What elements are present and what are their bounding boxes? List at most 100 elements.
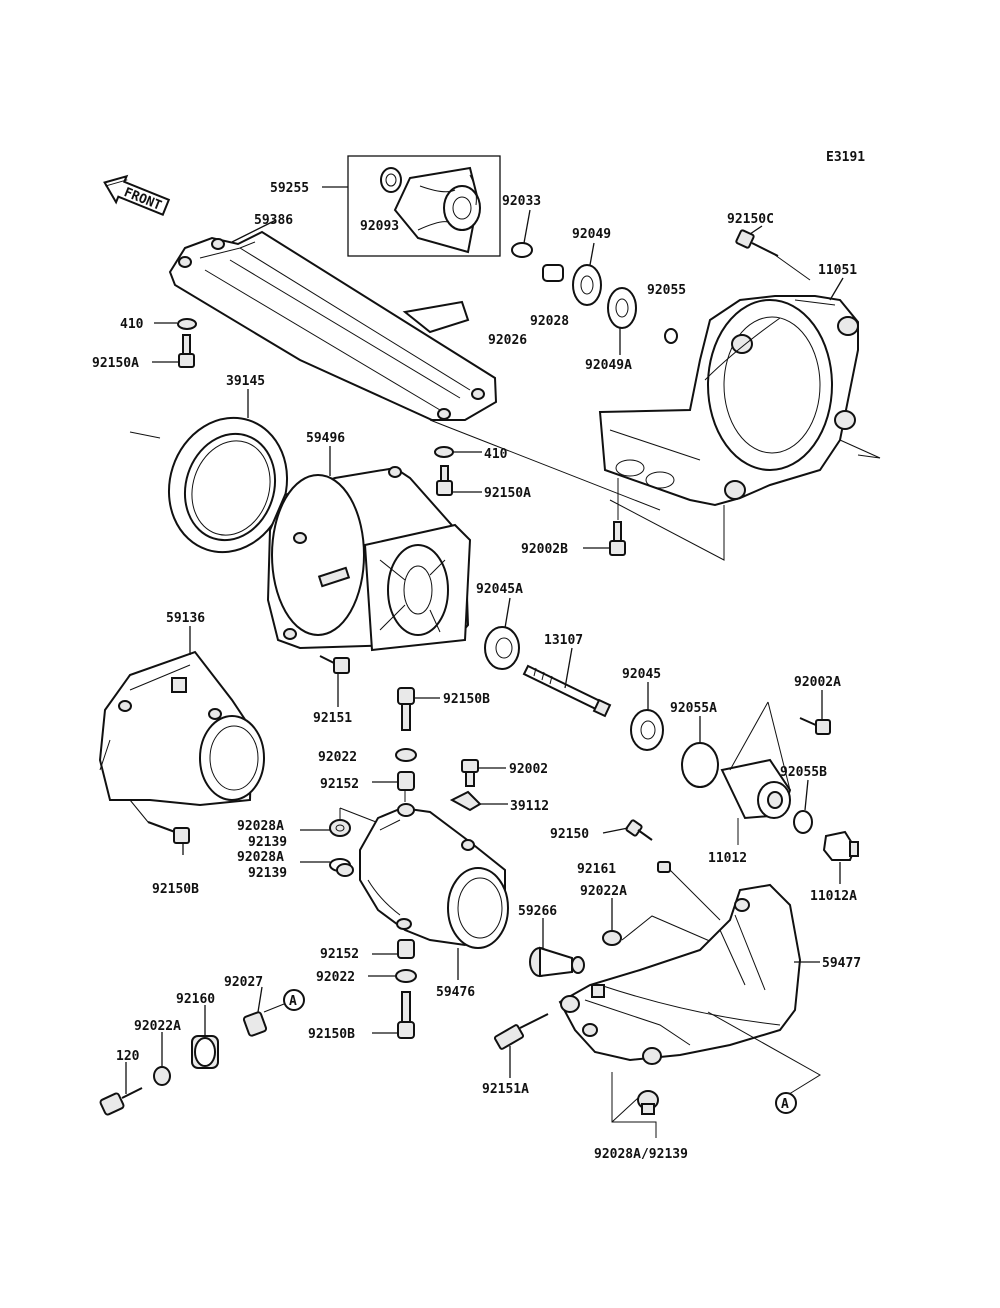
label-92150B-center: 92150B bbox=[443, 692, 490, 707]
bushing-92028A-upper bbox=[329, 819, 351, 837]
label-92152-top: 92152 bbox=[320, 777, 359, 792]
reverse-bucket-59477 bbox=[558, 883, 802, 1065]
svg-text:A: A bbox=[781, 1097, 789, 1112]
steering-nozzle-59476 bbox=[359, 803, 509, 949]
label-92045: 92045 bbox=[622, 667, 661, 682]
label-92150: 92150 bbox=[550, 827, 589, 842]
collar-92028 bbox=[542, 264, 564, 282]
collar-92152-bottom bbox=[397, 939, 415, 959]
washer-92022A-left bbox=[153, 1066, 171, 1086]
pin-92161 bbox=[657, 861, 671, 873]
label-92049A: 92049A bbox=[585, 358, 632, 373]
callout-labels: 59255 92093 92033 92049 92150C 11051 593… bbox=[92, 181, 861, 1162]
label-92002: 92002 bbox=[509, 762, 548, 777]
label-13107: 13107 bbox=[544, 633, 583, 648]
label-39112: 39112 bbox=[510, 799, 549, 814]
label-410-left: 410 bbox=[120, 317, 144, 332]
clip-39112 bbox=[449, 790, 482, 812]
cap-11012 bbox=[720, 758, 792, 820]
ref-circle-a-right: A bbox=[775, 1092, 797, 1114]
bolt-92151A bbox=[493, 1013, 549, 1050]
label-11012A: 11012A bbox=[810, 889, 857, 904]
label-92160: 92160 bbox=[176, 992, 215, 1007]
label-92028A-lower: 92028A bbox=[237, 850, 284, 865]
bolt-92150A-center bbox=[436, 465, 453, 496]
bolt-92002A bbox=[799, 717, 831, 735]
bolt-92002B bbox=[609, 521, 626, 556]
label-59496: 59496 bbox=[306, 431, 345, 446]
label-92022-top: 92022 bbox=[318, 750, 357, 765]
bolt-92150B-bottom bbox=[397, 991, 415, 1039]
pump-cover-59386 bbox=[168, 230, 498, 421]
label-92055B: 92055B bbox=[780, 765, 827, 780]
bolt-92150A-left bbox=[178, 334, 195, 368]
svg-text:A: A bbox=[289, 994, 297, 1009]
washer-92022A-right bbox=[602, 930, 622, 946]
label-59255: 59255 bbox=[270, 181, 309, 196]
bearing-92049 bbox=[572, 264, 602, 306]
label-92150C: 92150C bbox=[727, 212, 774, 227]
label-92055: 92055 bbox=[647, 283, 686, 298]
label-92161: 92161 bbox=[577, 862, 616, 877]
bushing-92028A-lower bbox=[329, 858, 354, 877]
bolt-92150B-center bbox=[397, 687, 415, 731]
label-92028A-92139: 92028A/92139 bbox=[594, 1147, 688, 1162]
nozzle-housing-59136 bbox=[98, 650, 265, 807]
bolt-120 bbox=[99, 1087, 143, 1116]
diagram-code: E3191 bbox=[826, 150, 865, 165]
label-92022A-right: 92022A bbox=[580, 884, 627, 899]
bolt-92151 bbox=[319, 655, 350, 674]
label-92150B-left: 92150B bbox=[152, 882, 199, 897]
washer-92022-top bbox=[395, 748, 417, 762]
bolt-92150C bbox=[735, 229, 779, 257]
label-92045A: 92045A bbox=[476, 582, 523, 597]
collar-92152-top bbox=[397, 771, 415, 791]
label-92152-bottom: 92152 bbox=[320, 947, 359, 962]
label-92139-lower: 92139 bbox=[248, 866, 287, 881]
bolt-92150 bbox=[625, 819, 653, 841]
front-arrow-icon: FRONT bbox=[103, 174, 171, 216]
label-92026: 92026 bbox=[488, 333, 527, 348]
circlip-92033 bbox=[511, 242, 533, 258]
label-92150B-bottom: 92150B bbox=[308, 1027, 355, 1042]
washer-410-center bbox=[434, 446, 454, 458]
bolt-92150B-left bbox=[147, 821, 190, 844]
label-39145: 39145 bbox=[226, 374, 265, 389]
label-92049: 92049 bbox=[572, 227, 611, 242]
bearing-92045 bbox=[630, 709, 664, 751]
o-ring-92055A bbox=[681, 742, 719, 788]
label-92150A-left: 92150A bbox=[92, 356, 139, 371]
impeller-assembly bbox=[347, 155, 501, 257]
label-92028: 92028 bbox=[530, 314, 569, 329]
washer-410-left bbox=[177, 318, 197, 330]
label-92139-upper: 92139 bbox=[248, 835, 287, 850]
spacer-92026 bbox=[402, 300, 470, 334]
plug-11012A bbox=[822, 830, 859, 861]
bearing-92045A bbox=[484, 626, 520, 670]
bolt-92002 bbox=[461, 759, 479, 787]
label-92022A-left: 92022A bbox=[134, 1019, 181, 1034]
label-59266: 59266 bbox=[518, 904, 557, 919]
o-ring-92055B bbox=[793, 810, 813, 834]
label-11051: 11051 bbox=[818, 263, 857, 278]
pump-case-59496 bbox=[266, 466, 472, 652]
label-92027: 92027 bbox=[224, 975, 263, 990]
label-92002A: 92002A bbox=[794, 675, 841, 690]
bushing-92028A-92139-bottom bbox=[637, 1090, 659, 1115]
label-92151A: 92151A bbox=[482, 1082, 529, 1097]
label-59476: 59476 bbox=[436, 985, 475, 1000]
label-120: 120 bbox=[116, 1049, 140, 1064]
label-59477: 59477 bbox=[822, 956, 861, 971]
label-92033: 92033 bbox=[502, 194, 541, 209]
label-92093: 92093 bbox=[360, 219, 399, 234]
washer-92022-bottom bbox=[395, 969, 417, 983]
collar-92027 bbox=[242, 1011, 268, 1037]
label-59386: 59386 bbox=[254, 213, 293, 228]
o-ring-92055 bbox=[664, 328, 678, 344]
label-92151: 92151 bbox=[313, 711, 352, 726]
pump-housing-11051 bbox=[598, 295, 859, 507]
ref-circle-a-left: A bbox=[283, 989, 305, 1011]
wear-ring-39145 bbox=[167, 416, 289, 554]
fitting-59266 bbox=[529, 946, 585, 978]
